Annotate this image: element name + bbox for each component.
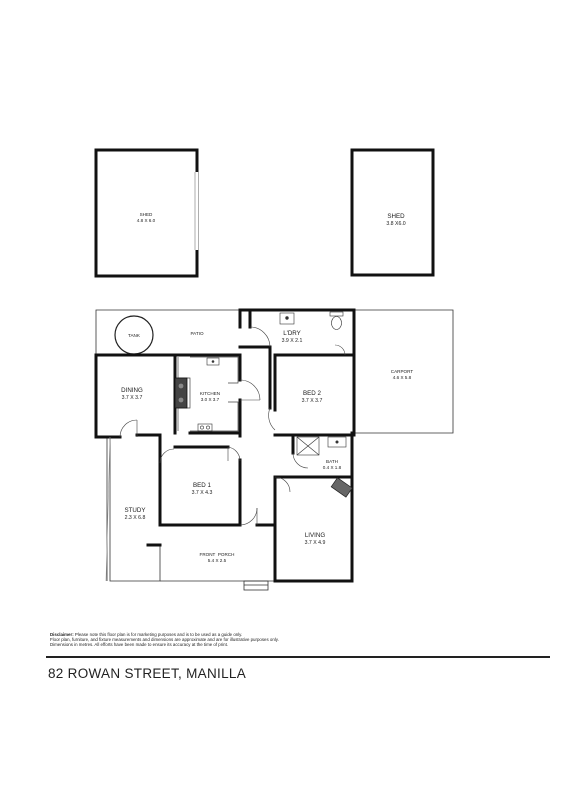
laundry-tub-icon [279, 312, 295, 325]
divider [46, 656, 550, 658]
patio-label: PATIO [190, 331, 204, 336]
dining-label: DINING [121, 387, 143, 394]
laundry-dim: 3.9 X 2.1 [282, 338, 303, 344]
carport-label: CARPORT [391, 369, 414, 374]
kitchen-label: KITCHEN [200, 391, 220, 396]
bath-dim: 0.4 X 1.8 [323, 465, 342, 470]
disclaimer-line-2: Floor plan, furniture, and fixture measu… [50, 637, 279, 643]
laundry-label: L'DRY [283, 330, 301, 337]
shed-right-label: SHED [387, 213, 405, 220]
shed-left-dim: 4.8 X 6.0 [137, 218, 156, 223]
toilet-icon [329, 311, 344, 330]
shower-icon [296, 436, 320, 456]
disclaimer: Disclaimer: Please note this floor plan … [50, 632, 350, 648]
kitchen-dim: 3.0 X 3.7 [201, 397, 220, 402]
study-label: STUDY [125, 507, 146, 514]
stove-icon [174, 377, 188, 409]
shed-left-label: SHED [140, 212, 153, 217]
carport-dim: 4.6 X 5.8 [393, 375, 412, 380]
bath-label: BATH [326, 459, 338, 464]
vanity-icon [327, 436, 347, 448]
bed1-dim: 3.7 X 4.3 [192, 490, 213, 496]
shed-right-dim: 3.8 X6.0 [386, 221, 405, 227]
disclaimer-line-3: Dimensions in metres. All efforts have b… [50, 642, 229, 648]
property-address: 82 ROWAN STREET, MANILLA [48, 666, 246, 681]
living-dim: 3.7 X 4.9 [305, 540, 326, 546]
bed2-label: BED 2 [303, 390, 321, 397]
porch-outline [160, 580, 275, 591]
carport-area [354, 309, 454, 434]
door-swings [105, 326, 346, 582]
walls [94, 308, 356, 583]
tank-label: TANK [128, 333, 141, 338]
kitchen-benches [177, 356, 239, 432]
front-porch-label: FRONT PORCH [200, 552, 235, 557]
cooktop-icon [197, 423, 213, 432]
bed2-dim: 3.7 X 3.7 [302, 398, 323, 404]
shed-left [94, 148, 199, 278]
front-porch-dim: 5.4 X 2.5 [208, 558, 227, 563]
fireplace-icon [330, 477, 353, 498]
floor-plan: SHED 4.8 X 6.0 SHED 3.8 X6.0 TANK PATIO … [94, 148, 454, 591]
living-label: LIVING [305, 532, 325, 539]
disclaimer-heading: Disclaimer: [50, 632, 74, 637]
dining-dim: 3.7 X 3.7 [122, 395, 143, 401]
bed1-label: BED 1 [193, 482, 211, 489]
study-dim: 2.3 X 6.8 [125, 515, 146, 521]
shed-right [350, 148, 435, 277]
sink-icon [206, 357, 220, 366]
disclaimer-line-1: Please note this floor plan is for marke… [74, 632, 243, 637]
